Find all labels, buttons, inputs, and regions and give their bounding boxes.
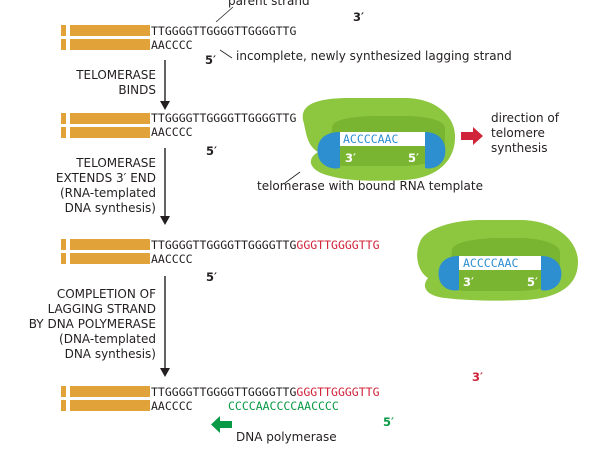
polymerase-arrow <box>211 416 232 433</box>
lagging-strand-leader <box>219 49 233 59</box>
step-2-line-1: TELOMERASE <box>75 156 156 170</box>
step-3-line-2: LAGGING STRAND <box>48 302 156 316</box>
telomerase-enzyme: ACCCCAAC 3′ 5′ <box>302 98 456 181</box>
five-prime-label: 5′ <box>206 144 217 158</box>
rna-three-prime: 3′ <box>345 151 356 165</box>
parent-strand-sequence: TTGGGGTTGGGGTTGGGGTTG <box>151 24 296 38</box>
lagging-strand-label: incomplete, newly synthesized lagging st… <box>236 49 512 63</box>
direction-label-line-3: synthesis <box>491 141 548 155</box>
chromosome-bars <box>61 113 150 138</box>
rna-three-prime: 3′ <box>463 275 474 289</box>
step-2-line-4: DNA synthesis) <box>65 201 156 215</box>
telomerase-label: telomerase with bound RNA template <box>257 179 483 193</box>
parent-part: TTGGGGTTGGGGTTGGGGTTG <box>151 385 296 399</box>
telomere-extension: GGGTTGGGGTTG <box>296 385 379 399</box>
new-lagging-sequence: CCCCAACCCCAACCCC <box>228 399 339 413</box>
step-2-line-2: EXTENDS 3′ END <box>56 171 156 185</box>
rna-template-box <box>340 132 425 146</box>
step-3-line-1: COMPLETION OF <box>57 287 156 301</box>
rna-five-prime: 5′ <box>527 275 538 289</box>
step-completion: COMPLETION OF LAGGING STRAND BY DNA POLY… <box>29 276 170 377</box>
step-3-line-4: (DNA-templated <box>59 332 156 346</box>
lagging-strand-sequence: AACCCC <box>151 399 193 413</box>
step-1-line-1: TELOMERASE <box>75 68 156 82</box>
row-telomerase-extends: 3′ TTGGGGTTGGGGTTGGGGTTGGGGTTGGGGTTG AAC… <box>61 220 578 301</box>
lagging-strand-sequence: AACCCC <box>151 38 193 52</box>
row-telomerase-binds: 3′ TTGGGGTTGGGGTTGGGGTTG AACCCC 5′ ACCCC… <box>61 97 560 193</box>
step-2-line-3: (RNA-templated <box>60 186 156 200</box>
rna-template-sequence: ACCCCAAC <box>463 256 518 270</box>
lagging-strand-sequence: AACCCC <box>151 125 193 139</box>
step-telomerase-extends: TELOMERASE EXTENDS 3′ END (RNA-templated… <box>56 148 170 225</box>
lagging-strand-sequence: AACCCC <box>151 252 193 266</box>
telomerase-enzyme: ACCCCAAC 3′ 5′ <box>417 220 578 301</box>
telomere-extension: GGGTTGGGGTTG <box>296 238 379 252</box>
step-3-line-3: BY DNA POLYMERASE <box>29 317 156 331</box>
dna-polymerase-label: DNA polymerase <box>236 430 337 444</box>
parent-strand-sequence: TTGGGGTTGGGGTTGGGGTTG <box>151 111 296 125</box>
parent-strand-sequence: TTGGGGTTGGGGTTGGGGTTGGGGTTGGGGTTG <box>151 385 380 399</box>
step-1-line-2: BINDS <box>118 83 156 97</box>
chromosome-bars <box>61 25 150 50</box>
parent-strand-sequence: TTGGGGTTGGGGTTGGGGTTGGGGTTGGGGTTG <box>151 238 380 252</box>
rna-template-box <box>459 256 541 270</box>
rna-five-prime: 5′ <box>408 151 419 165</box>
rna-template-sequence: ACCCCAAC <box>343 132 398 146</box>
five-prime-label: 5′ <box>383 415 394 429</box>
direction-label-line-2: telomere <box>491 126 545 140</box>
step-telomerase-binds: TELOMERASE BINDS <box>75 60 170 110</box>
direction-arrow <box>461 127 483 145</box>
chromosome-bars <box>61 239 150 264</box>
parent-strand-leader <box>215 6 234 23</box>
telomerase-leader <box>284 171 301 184</box>
chromosome-bars <box>61 386 150 411</box>
row-initial: parent strand TTGGGGTTGGGGTTGGGGTTG 3′ A… <box>61 0 512 67</box>
direction-label-line-1: direction of <box>491 111 560 125</box>
parent-strand-label: parent strand <box>228 0 310 8</box>
three-prime-label: 3′ <box>353 10 364 24</box>
five-prime-label: 5′ <box>205 53 216 67</box>
row-completion: 3′ TTGGGGTTGGGGTTGGGGTTGGGGTTGGGGTTG AAC… <box>61 370 483 444</box>
step-3-line-5: DNA synthesis) <box>65 347 156 361</box>
parent-part: TTGGGGTTGGGGTTGGGGTTG <box>151 238 296 252</box>
five-prime-label: 5′ <box>206 270 217 284</box>
three-prime-label: 3′ <box>472 370 483 384</box>
